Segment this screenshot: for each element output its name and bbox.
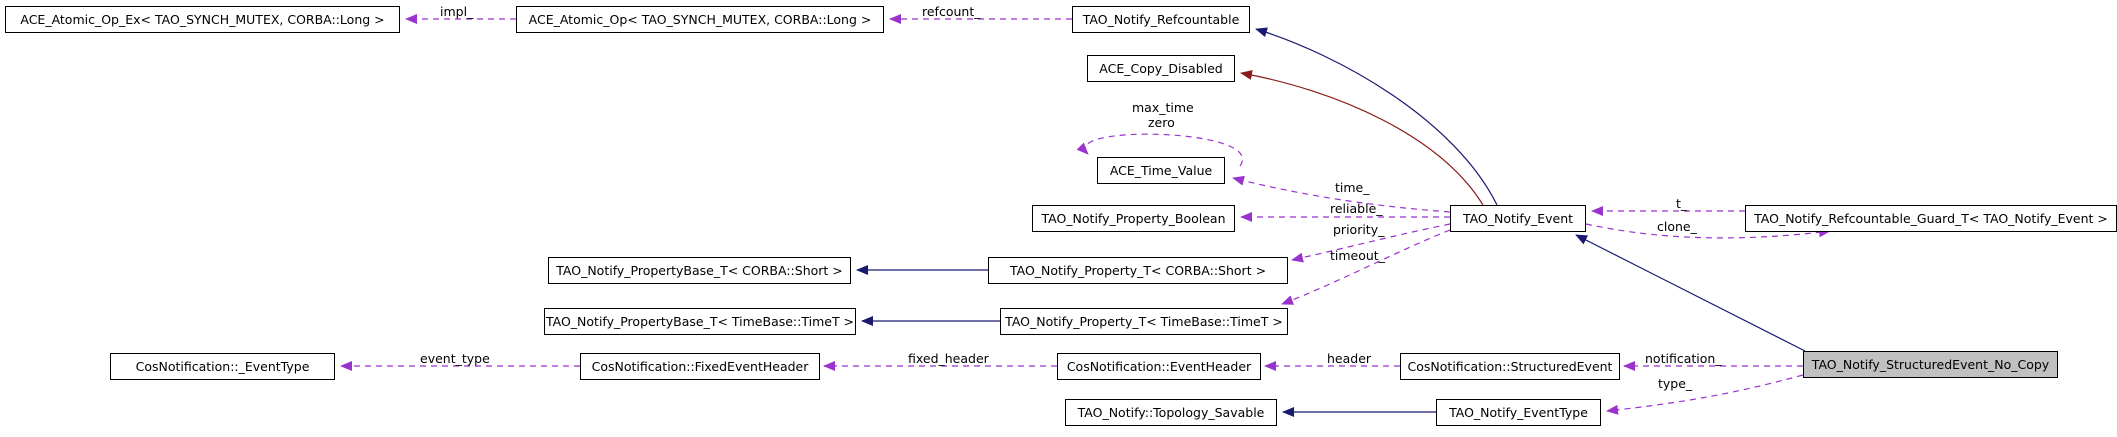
node-ace-time-value[interactable]: ACE_Time_Value [1097,157,1225,184]
edge-label-reliable: reliable_ [1330,201,1383,216]
edge-timeout-arrow [1281,229,1451,305]
node-tao-notify-property-boolean[interactable]: TAO_Notify_Property_Boolean [1032,205,1235,232]
edge-label-notification: notification_ [1645,351,1722,366]
edge-label-impl: impl_ [440,4,474,19]
node-property-t-timebase-timet[interactable]: TAO_Notify_Property_T< TimeBase::TimeT > [1000,308,1288,335]
edge-inherit-event-copydisabled-arrow [1240,70,1484,206]
edge-type-arrow [1606,374,1804,415]
edge-priority-arrow [1291,223,1451,263]
edge-selfloop-maxtime-zero-arrow [1076,133,1244,167]
node-tao-notify-structuredevent-no-copy: TAO_Notify_StructuredEvent_No_Copy [1803,351,2058,378]
node-cosnotification-structuredevent[interactable]: CosNotification::StructuredEvent [1400,353,1620,380]
node-cosnotification-eventheader[interactable]: CosNotification::EventHeader [1057,353,1261,380]
edge-label-max-time: max_time [1132,100,1194,115]
edge-label-time: time_ [1335,180,1370,195]
edge-label-type: type_ [1658,376,1693,391]
edge-clone-arrow [1585,223,1831,239]
edge-time-arrow [1232,175,1451,213]
node-tao-notify-refcountable[interactable]: TAO_Notify_Refcountable [1072,6,1250,33]
edge-label-header: header [1327,351,1372,366]
node-ace-atomic-op[interactable]: ACE_Atomic_Op< TAO_SYNCH_MUTEX, CORBA::L… [516,6,884,33]
node-ace-atomic-op-ex[interactable]: ACE_Atomic_Op_Ex< TAO_SYNCH_MUTEX, CORBA… [5,6,400,33]
node-tao-notify-topology-savable[interactable]: TAO_Notify::Topology_Savable [1065,399,1277,426]
node-property-t-corba-short[interactable]: TAO_Notify_Property_T< CORBA::Short > [988,257,1288,284]
edge-label-priority: priority_ [1333,222,1385,237]
edge-label-clone: clone_ [1657,219,1697,234]
edge-label-timeout: timeout_ [1330,248,1385,263]
node-cosnotification-fixedeventheader[interactable]: CosNotification::FixedEventHeader [580,353,820,380]
node-tao-notify-refcountable-guard-t[interactable]: TAO_Notify_Refcountable_Guard_T< TAO_Not… [1745,205,2117,232]
edge-label-fixed-header: fixed_header [908,351,989,366]
edge-inherit-event-refcountable-arrow [1255,27,1498,206]
node-ace-copy-disabled[interactable]: ACE_Copy_Disabled [1087,55,1235,82]
edge-label-zero: zero [1148,115,1175,130]
edge-label-event-type: event_type [420,351,490,366]
node-cosnotification-eventtype[interactable]: CosNotification::_EventType [110,353,335,380]
edge-label-refcount: refcount_ [922,4,981,19]
node-tao-notify-event[interactable]: TAO_Notify_Event [1450,205,1586,232]
edge-label-t: t_ [1676,196,1688,211]
node-propertybase-t-corba-short[interactable]: TAO_Notify_PropertyBase_T< CORBA::Short … [548,257,851,284]
node-tao-notify-eventtype[interactable]: TAO_Notify_EventType [1436,399,1601,426]
edge-inherit-nocopy-event-arrow [1575,234,1806,352]
node-propertybase-t-timebase-timet[interactable]: TAO_Notify_PropertyBase_T< TimeBase::Tim… [544,308,856,335]
